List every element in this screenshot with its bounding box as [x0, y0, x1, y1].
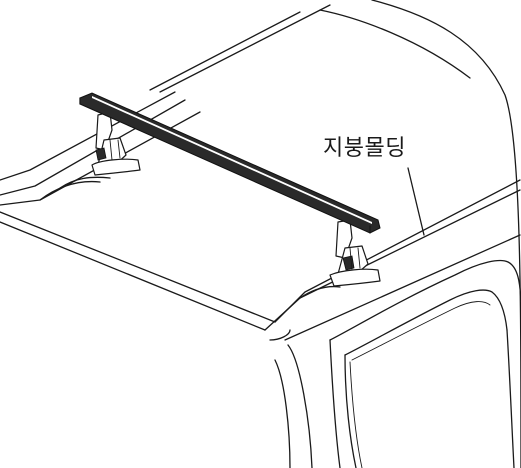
roof-moulding-callout-label: 지붕몰딩	[323, 136, 406, 161]
roof-moulding	[0, 91, 521, 331]
rear-rack-foot	[329, 219, 381, 287]
callout-leader-line	[407, 167, 425, 236]
front-rack-foot	[91, 111, 141, 176]
vehicle-body-outline	[149, 0, 521, 468]
cross-bar	[79, 92, 381, 234]
vehicle-windows	[269, 234, 521, 468]
